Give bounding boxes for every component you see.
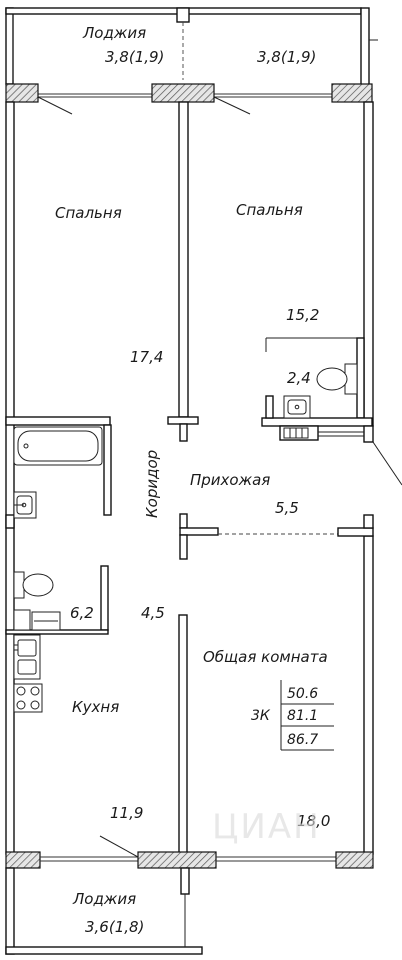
loggia-bottom xyxy=(5,867,203,955)
corridor-area: 4,5 xyxy=(141,604,165,622)
loggia-bottom-label: Лоджия xyxy=(72,890,136,908)
wall-block xyxy=(5,83,39,103)
summary-value-total: 81.1 xyxy=(287,708,318,724)
bottom-windows xyxy=(5,835,374,869)
toilet-left xyxy=(13,571,54,599)
loggia-bottom-area: 3,6(1,8) xyxy=(85,918,144,936)
bedroom-right-area: 15,2 xyxy=(286,306,319,324)
summary-value-with-loggia: 86.7 xyxy=(287,732,318,748)
washing-machine xyxy=(13,609,61,631)
bathroom-right-area: 2,4 xyxy=(287,369,311,387)
watermark-logo: ЦИАН xyxy=(212,807,321,847)
bathroom-left-area: 6,2 xyxy=(70,604,94,622)
loggia-top-area-left: 3,8(1,9) xyxy=(105,48,164,66)
bedroom-left-area: 17,4 xyxy=(130,348,163,366)
living-room-area: 18,0 xyxy=(297,812,330,830)
summary-value-living: 50.6 xyxy=(287,686,318,702)
kitchen-label: Кухня xyxy=(72,698,119,716)
summary-table xyxy=(280,680,334,751)
summary-type: 3К xyxy=(251,708,271,724)
corridor-label: Коридор xyxy=(143,450,161,518)
hallway-label: Прихожая xyxy=(190,471,270,489)
kitchen-sink xyxy=(13,634,41,680)
kitchen-area: 11,9 xyxy=(110,804,143,822)
bedroom-windows xyxy=(37,93,332,115)
sink-left xyxy=(13,491,37,519)
toilet-right xyxy=(316,363,358,395)
bathtub xyxy=(13,426,103,466)
hallway-area: 5,5 xyxy=(275,499,299,517)
radiator-right xyxy=(283,427,309,439)
stove xyxy=(13,683,43,713)
loggia-top-area-right: 3,8(1,9) xyxy=(257,48,316,66)
wall-block xyxy=(151,83,215,103)
loggia-top-label: Лоджия xyxy=(82,24,146,42)
living-room-label: Общая комната xyxy=(203,648,328,666)
wall-block xyxy=(331,83,373,103)
bedroom-right-label: Спальня xyxy=(236,201,303,219)
interior-walls xyxy=(5,101,402,856)
sink-right xyxy=(283,395,311,419)
bedroom-left-label: Спальня xyxy=(55,204,122,222)
loggia-top xyxy=(5,7,378,89)
